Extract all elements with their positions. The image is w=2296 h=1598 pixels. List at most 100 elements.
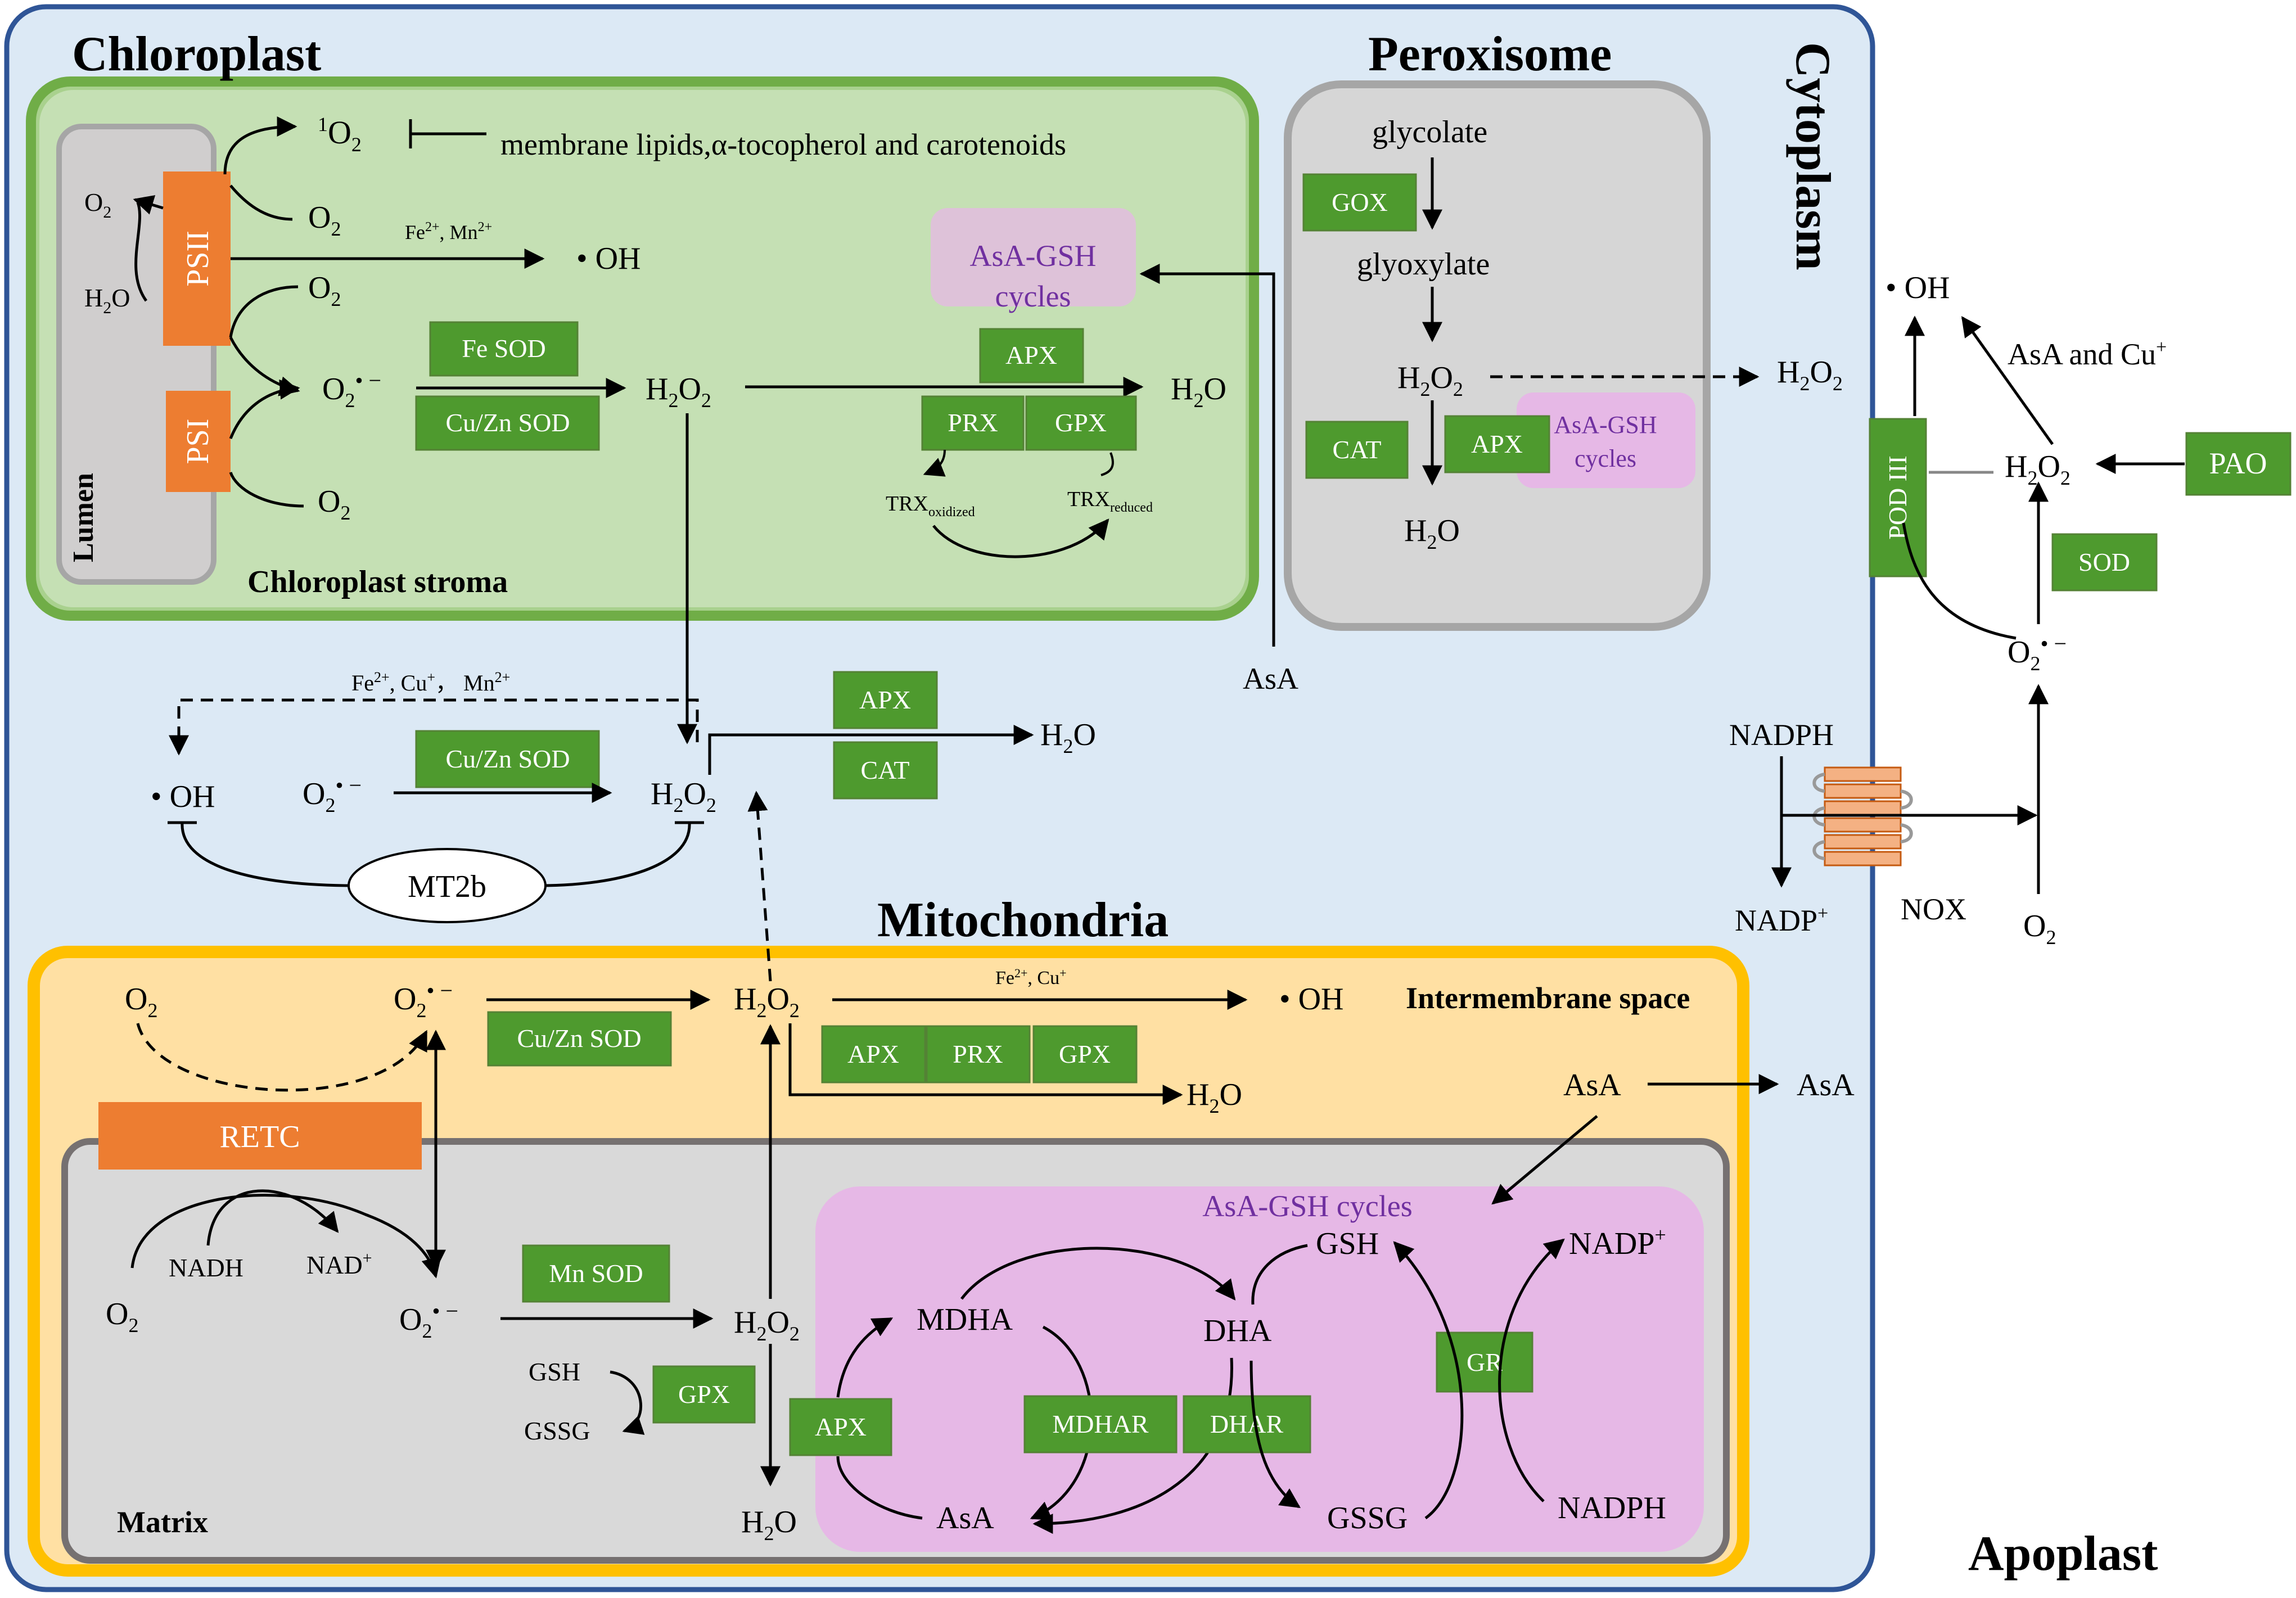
ims-prx-enzyme [926, 1025, 1031, 1084]
psi-complex [166, 391, 231, 492]
gox-label: GOX [1332, 188, 1388, 216]
cyto-apx-enzyme [833, 671, 938, 729]
apo-asa-cu: AsA and Cu+ [2008, 337, 2167, 371]
ims-superoxide-dashed [136, 1023, 428, 1092]
asa-gsh-cycle-region [815, 1186, 1704, 1552]
perox-glyoxylate: glyoxylate [1357, 247, 1490, 282]
dha-gssg-arrow [1250, 1360, 1301, 1509]
apoplast-title: Apoplast [1968, 1527, 2158, 1581]
pao-label: PAO [2209, 446, 2267, 480]
perox-glycolate: glycolate [1372, 115, 1487, 150]
matrix-nadp: NADP+ [1569, 1224, 1666, 1261]
dhar-label: DHAR [1210, 1410, 1284, 1438]
ims-h2o2-removal-arrow [788, 1023, 1183, 1105]
ims-cuzn-sod-enzyme [487, 1011, 672, 1067]
membrane-protectants: membrane lipids,α-tocopherol and caroten… [500, 128, 1066, 161]
ims-prx-label: PRX [953, 1040, 1003, 1068]
matrix-nadph: NADPH [1558, 1491, 1666, 1525]
chloro-prx-label: PRX [948, 408, 998, 437]
chloro-cuzn-sod-enzyme [415, 395, 600, 451]
perox-cat-enzyme [1305, 421, 1409, 479]
apo-imported-h2o2: H2O2 [1777, 355, 1843, 395]
gr-gssg-to-gsh-arrow [1393, 1241, 1464, 1520]
peroxisome-title: Peroxisome [1368, 27, 1612, 82]
apo-fenton-arrow [1961, 316, 2054, 445]
chloro-apx-enzyme [979, 328, 1084, 383]
perox-apx-enzyme [1444, 415, 1550, 473]
psii-o2-release-arrow [133, 195, 164, 215]
matrix-h2o2: H2O2 [734, 1305, 800, 1345]
gox-enzyme [1302, 173, 1417, 232]
matrix-apx-label: APX [815, 1412, 867, 1441]
matrix-apx-enzyme [789, 1398, 892, 1456]
cyto-h2o2-removal-arrow [708, 725, 1034, 775]
perox-asagsh-line2: cycles [1575, 445, 1636, 472]
gsh-to-gssg-arrow [610, 1370, 645, 1435]
ims-asa: AsA [1563, 1068, 1621, 1103]
mn-sod-enzyme [522, 1244, 670, 1303]
apo-h2o2: H2O2 [2005, 449, 2071, 489]
ims-apx-label: APX [847, 1040, 899, 1068]
chloro-apx-label: APX [1005, 341, 1057, 369]
perox-asagsh-line1: AsA-GSH [1554, 411, 1657, 439]
cyto-cuzn-sod-enzyme [415, 730, 600, 788]
apo-sod-enzyme [2051, 533, 2158, 592]
apx-mdha-arrow [836, 1317, 894, 1398]
apo-asa: AsA [1797, 1068, 1855, 1103]
matrix-gsh-cycle: GSH [1316, 1226, 1379, 1261]
gpx-trx-red-curve [1100, 452, 1114, 476]
intermembrane-label: Intermembrane space [1406, 981, 1690, 1015]
matrix-dha: DHA [1203, 1313, 1272, 1348]
mdha-to-dha-arrow [960, 1247, 1236, 1301]
trx-regeneration-arrow [932, 518, 1109, 558]
cyto-cat-enzyme [833, 741, 938, 800]
retc-complex [98, 1102, 422, 1170]
gr-nadph-to-nadp-arrow [1498, 1238, 1565, 1502]
psi-superoxide-arrow [229, 379, 300, 439]
peroxisome-region [1284, 80, 1711, 631]
matrix-nadh: NADH [169, 1253, 243, 1282]
matrix-gssg: GSSG [524, 1416, 590, 1445]
stroma-label: Chloroplast stroma [247, 565, 508, 599]
perox-cat-label: CAT [1333, 435, 1382, 464]
asa-import-chloro-line [1139, 264, 1275, 647]
cyto-cat-label: CAT [861, 756, 910, 784]
fe-sod-label: Fe SOD [462, 334, 546, 363]
ims-cuzn-sod-label: Cu/Zn SOD [517, 1024, 641, 1053]
cyto-apx-label: APX [859, 685, 911, 714]
ims-gpx-enzyme [1032, 1025, 1138, 1084]
trx-oxidized: TRXoxidized [886, 492, 975, 520]
gr-label: GR [1467, 1348, 1503, 1376]
mito-h2o2-export-arrow [747, 791, 772, 982]
psii-complex [163, 171, 231, 346]
mt2b-protein [348, 848, 547, 923]
nadph-cyto: NADPH [1729, 718, 1834, 752]
chloro-h2o2: H2O2 [646, 372, 711, 412]
stroma-o2-c-curve [229, 472, 304, 508]
fe-sod-enzyme [429, 321, 579, 377]
chloro-asagsh-box [931, 208, 1136, 306]
matrix-label: Matrix [117, 1505, 208, 1539]
stroma-o2-a-curve [229, 184, 293, 221]
lumen-label: Lumen [67, 473, 100, 562]
cytoplasm-title: Cytoplasm [1785, 42, 1840, 270]
ims-h2o2: H2O2 [734, 982, 800, 1022]
trx-reduced: TRXreduced [1067, 487, 1153, 515]
ims-gpx-label: GPX [1059, 1040, 1111, 1068]
chloroplast-title: Chloroplast [72, 27, 321, 82]
perox-h2o2: H2O2 [1397, 360, 1463, 400]
chloro-asagsh-line2: cycles [995, 279, 1071, 313]
apo-o2: O2 [2023, 909, 2056, 949]
ims-metals: Fe2+, Cu+ [995, 966, 1067, 988]
matrix-nad: NAD+ [306, 1249, 372, 1279]
asa-to-mdha-arrow [836, 1456, 923, 1520]
cyto-cuzn-sod-label: Cu/Zn SOD [445, 744, 570, 773]
apo-superoxide: O2• − [2008, 631, 2067, 675]
stroma-o2-b-curve [229, 285, 299, 338]
stroma-o2-a: O2 [308, 200, 341, 240]
matrix-gssg-cycle: GSSG [1327, 1501, 1408, 1536]
matrix-gsh: GSH [529, 1357, 580, 1386]
psii-label: PSII [181, 231, 215, 287]
nadh-oxidation-curve [206, 1189, 339, 1246]
